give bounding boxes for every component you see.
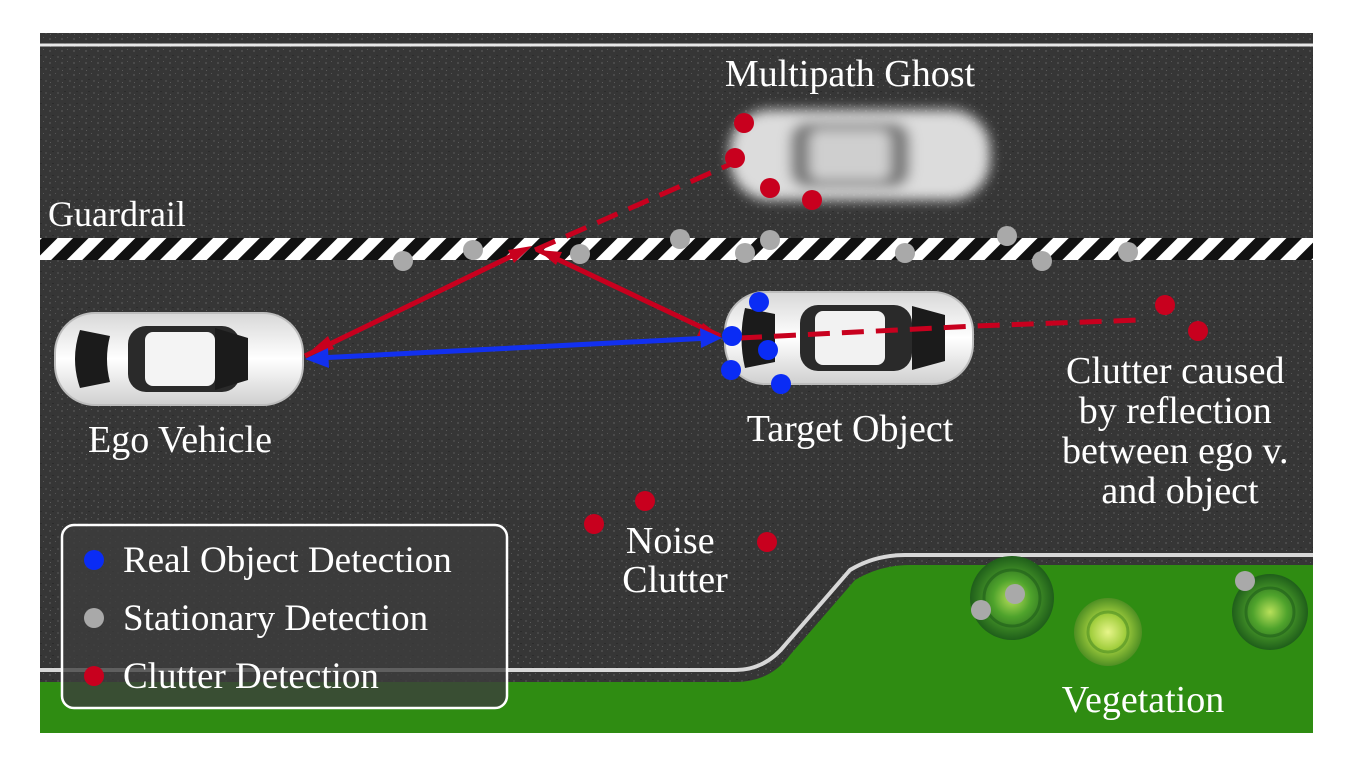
real-detection-point <box>771 374 791 394</box>
clutter-detection-point <box>584 514 604 534</box>
stationary-detection-point <box>393 251 413 271</box>
multipath-ghost-car <box>730 110 990 200</box>
real-detection-point <box>721 360 741 380</box>
real-detection-point <box>722 326 742 346</box>
clutter-detection-point <box>734 113 754 133</box>
clutter-reflection-dashed-line <box>739 317 1141 341</box>
guardrail-barrier <box>40 238 1313 260</box>
stationary-detection-point <box>1118 242 1138 262</box>
real-object-detections <box>721 292 791 394</box>
clutter-detection-point <box>757 532 777 552</box>
clutter-reflection-label: Clutter caused by reflection between ego… <box>1062 350 1298 512</box>
stationary-detection-point <box>1005 584 1025 604</box>
stationary-detection-point <box>670 229 690 249</box>
road-edge-line-bottom <box>40 553 1313 672</box>
legend-swatch-stationary <box>84 608 104 628</box>
stationary-detections <box>393 226 1255 620</box>
target-object-label: Target Object <box>747 408 954 450</box>
real-detection-point <box>758 340 778 360</box>
clutter-detection-point <box>725 148 745 168</box>
stationary-detection-point <box>570 244 590 264</box>
clutter-detection-point <box>802 190 822 210</box>
legend-box <box>60 523 509 710</box>
reflection-path <box>303 246 722 359</box>
stationary-detection-point <box>735 243 755 263</box>
clutter-detection-point <box>635 491 655 511</box>
legend-swatch-clutter <box>84 666 104 686</box>
legend-label-clutter: Clutter Detection <box>123 656 379 697</box>
ego-vehicle-label: Ego Vehicle <box>88 419 272 461</box>
clutter-detection-point <box>1188 321 1208 341</box>
real-detection-point <box>749 292 769 312</box>
ego-vehicle-car <box>54 312 304 406</box>
vegetation-label: Vegetation <box>1062 679 1225 721</box>
stationary-detection-point <box>971 600 991 620</box>
clutter-detections <box>584 113 1208 552</box>
direct-path <box>305 328 722 368</box>
ghost-reflection-dashed-line <box>533 157 742 253</box>
stationary-detection-point <box>760 230 780 250</box>
clutter-detection-point <box>760 178 780 198</box>
stationary-detection-point <box>997 226 1017 246</box>
stationary-detection-point <box>895 243 915 263</box>
stationary-detection-point <box>1235 571 1255 591</box>
guardrail-label: Guardrail <box>48 194 186 234</box>
stationary-detection-point <box>1032 251 1052 271</box>
stationary-detection-point <box>463 240 483 260</box>
legend-swatch-real <box>84 550 104 570</box>
multipath-ghost-label: Multipath Ghost <box>725 53 976 95</box>
legend: Real Object Detection Stationary Detecti… <box>60 523 509 710</box>
legend-item-real: Real Object Detection <box>84 540 452 581</box>
clutter-detection-point <box>1155 295 1175 315</box>
legend-item-clutter: Clutter Detection <box>84 656 379 697</box>
legend-item-stationary: Stationary Detection <box>84 598 428 639</box>
legend-label-stationary: Stationary Detection <box>123 598 428 639</box>
noise-clutter-label: Noise Clutter <box>622 520 728 601</box>
legend-label-real: Real Object Detection <box>123 540 452 581</box>
